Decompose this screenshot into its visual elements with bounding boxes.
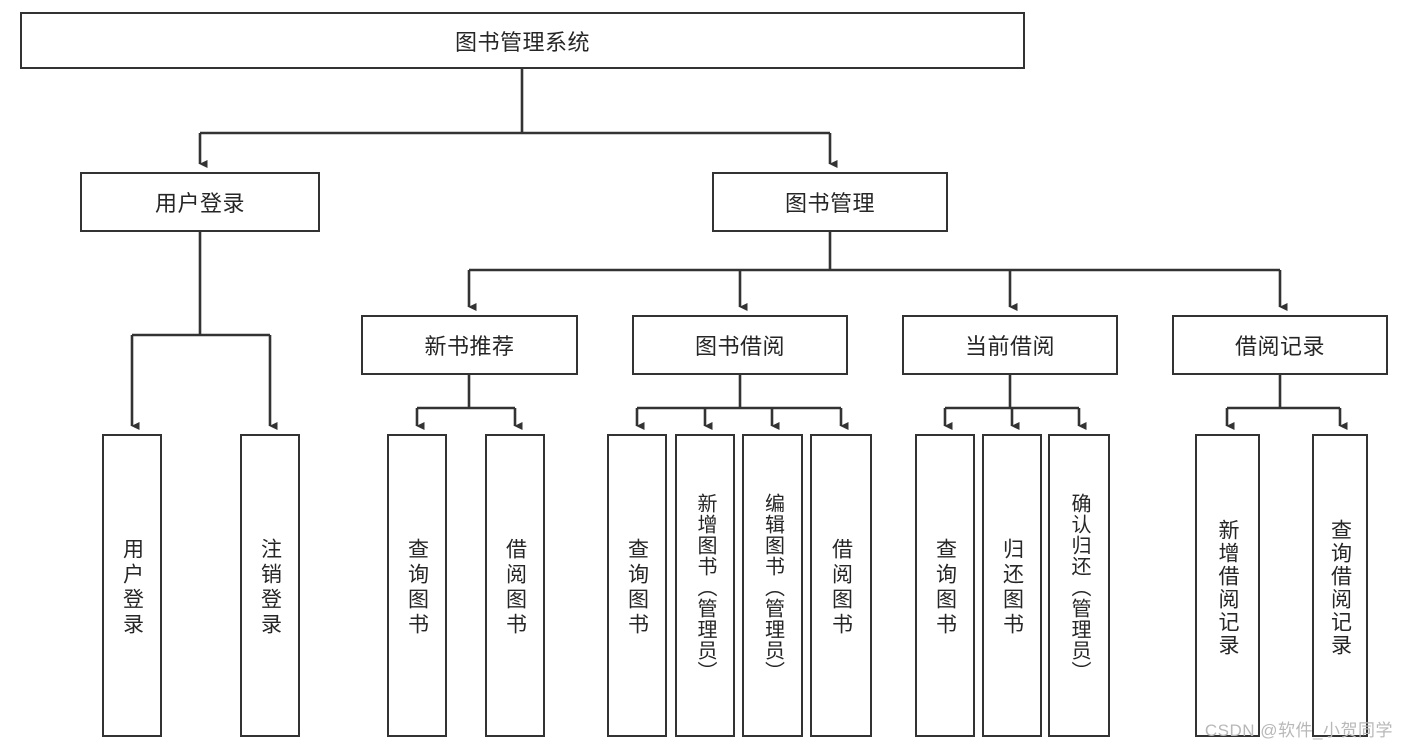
leaf-borrow-book-label: 借阅图书 [829, 537, 853, 638]
node-book-borrow-label: 图书借阅 [694, 334, 785, 359]
leaf-query-book-current-label: 查询图书 [933, 537, 957, 638]
leaf-add-book-admin[interactable]: 新增图书（管理员） [675, 434, 735, 737]
leaf-query-book-borrow-label: 查询图书 [625, 537, 649, 638]
leaf-query-borrow-record-label: 查询借阅记录 [1328, 518, 1352, 657]
leaf-add-borrow-record[interactable]: 新增借阅记录 [1195, 434, 1260, 737]
node-user-login[interactable]: 用户登录 [80, 172, 320, 232]
node-root-label: 图书管理系统 [454, 29, 590, 55]
node-book-management-label: 图书管理 [784, 191, 875, 216]
leaf-query-borrow-record[interactable]: 查询借阅记录 [1312, 434, 1368, 737]
watermark: CSDN @软件_小贺同学 [1204, 721, 1393, 740]
node-book-borrow[interactable]: 图书借阅 [632, 315, 848, 375]
leaf-query-book-borrow[interactable]: 查询图书 [607, 434, 667, 737]
leaf-user-login-label: 用户登录 [120, 537, 144, 638]
leaf-confirm-return-admin[interactable]: 确认归还（管理员） [1048, 434, 1110, 737]
leaf-query-book-current[interactable]: 查询图书 [915, 434, 975, 737]
leaf-edit-book-admin[interactable]: 编辑图书（管理员） [742, 434, 803, 737]
node-new-book-recommend-label: 新书推荐 [424, 334, 515, 359]
leaf-edit-book-admin-label: 编辑图书（管理员） [761, 493, 784, 682]
leaf-borrow-book-new-label: 借阅图书 [503, 537, 527, 638]
leaf-query-book-new-label: 查询图书 [405, 537, 429, 638]
leaf-return-book[interactable]: 归还图书 [982, 434, 1042, 737]
node-current-borrow[interactable]: 当前借阅 [902, 315, 1118, 375]
leaf-add-book-admin-label: 新增图书（管理员） [694, 493, 716, 682]
leaf-query-book-new[interactable]: 查询图书 [387, 434, 447, 737]
leaf-user-login[interactable]: 用户登录 [102, 434, 162, 737]
node-borrow-record-label: 借阅记录 [1234, 334, 1325, 359]
leaf-add-borrow-record-label: 新增借阅记录 [1216, 518, 1239, 657]
leaf-logout[interactable]: 注销登录 [240, 434, 300, 737]
node-borrow-record[interactable]: 借阅记录 [1172, 315, 1388, 375]
node-new-book-recommend[interactable]: 新书推荐 [361, 315, 578, 375]
node-root[interactable]: 图书管理系统 [20, 12, 1025, 69]
node-user-login-label: 用户登录 [154, 191, 245, 216]
leaf-confirm-return-admin-label: 确认归还（管理员） [1068, 493, 1090, 682]
leaf-borrow-book[interactable]: 借阅图书 [810, 434, 872, 737]
leaf-return-book-label: 归还图书 [1000, 537, 1024, 638]
leaf-logout-label: 注销登录 [258, 537, 282, 638]
node-book-management[interactable]: 图书管理 [712, 172, 948, 232]
leaf-borrow-book-new[interactable]: 借阅图书 [485, 434, 545, 737]
node-current-borrow-label: 当前借阅 [964, 334, 1055, 359]
